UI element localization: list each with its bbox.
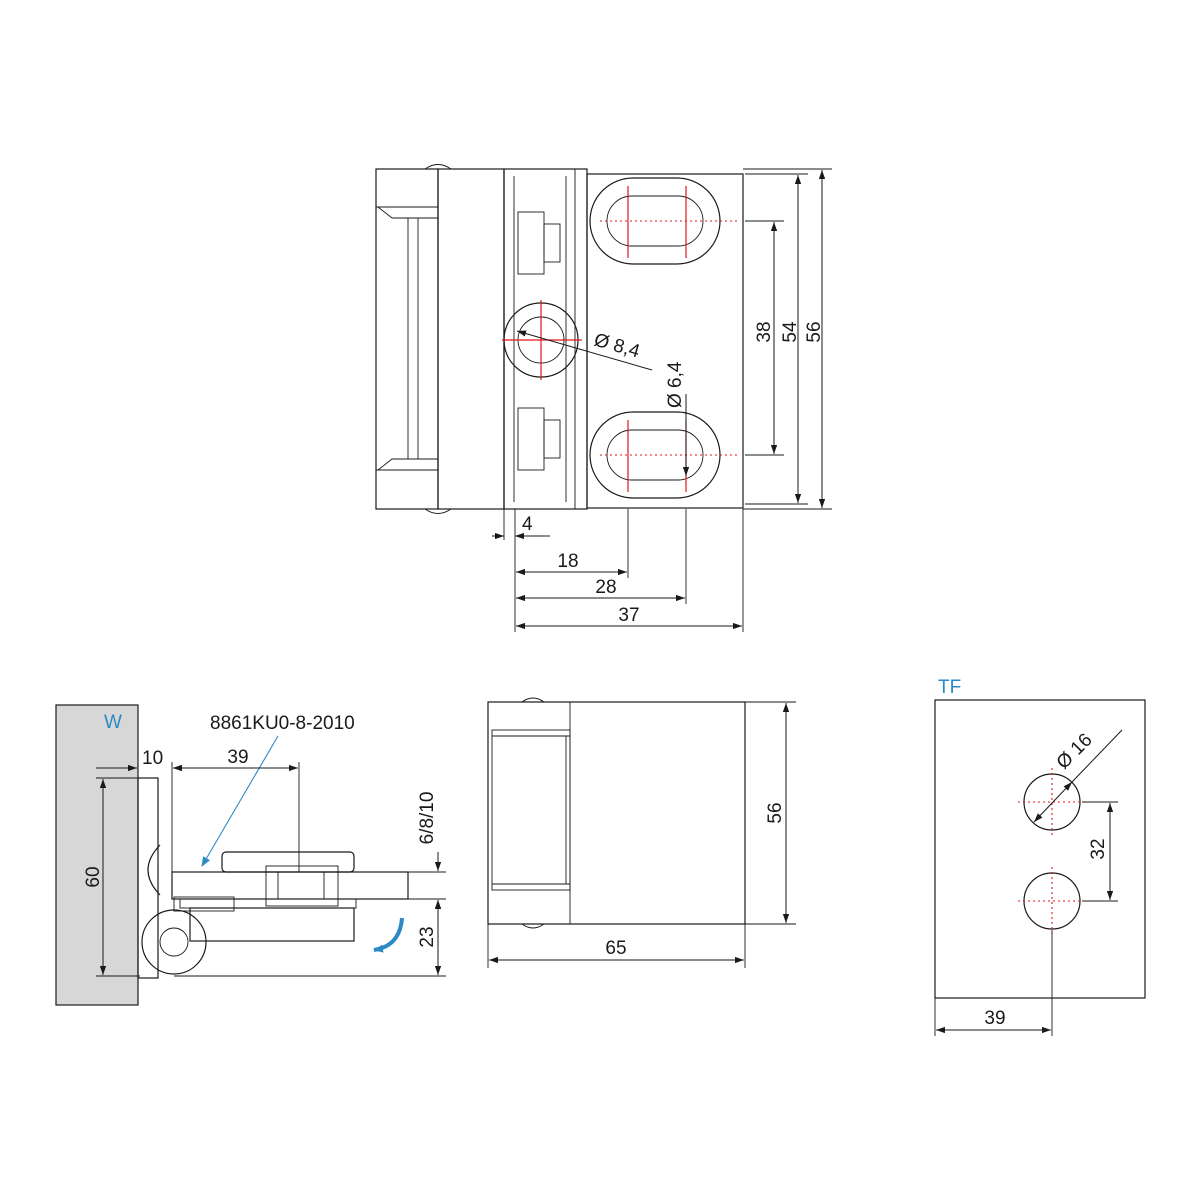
glass-view: TF Ø 16 32 39: [934, 677, 1146, 1036]
glass-panel: [171, 871, 409, 900]
dim-32: 32: [1088, 838, 1109, 859]
dim-37: 37: [618, 605, 639, 626]
side-view: W 8861KU0-8-2010 10 39 60: [55, 704, 446, 1006]
dim-hole-8-4: Ø 8,4: [592, 330, 643, 363]
front-view: 56 65: [487, 697, 796, 968]
rotation-arrow-icon: [373, 917, 404, 953]
dim-10: 10: [142, 748, 163, 769]
dim-54: 54: [780, 321, 801, 343]
hinge-barrel: [375, 164, 452, 514]
dim-39-side: 39: [227, 747, 248, 768]
top-horizontal-dims: 4 18 28 37: [492, 509, 744, 632]
dim-4: 4: [522, 514, 533, 535]
hole-leader: Ø 8,4 Ø 6,4: [516, 330, 690, 476]
mounting-plate: [586, 173, 744, 509]
dim-38: 38: [754, 321, 775, 342]
top-vertical-dims: 56 54 38: [743, 168, 832, 510]
dim-28: 28: [595, 577, 616, 598]
wall: [55, 704, 139, 1006]
hinge-plate: [437, 168, 588, 510]
dim-39-glass: 39: [984, 1008, 1005, 1029]
dim-hole-16: Ø 16: [1053, 730, 1097, 774]
top-view: 56 54 38 Ø 8,4 Ø 6,4 4 18 28 37: [375, 164, 832, 632]
dim-56-top: 56: [804, 321, 825, 342]
dim-slot-6-4: Ø 6,4: [665, 361, 686, 408]
part-number: 8861KU0-8-2010: [210, 713, 355, 734]
dim-glass-thickness: 6/8/10: [417, 792, 438, 845]
dim-56-front: 56: [765, 802, 786, 823]
glass-label: TF: [938, 677, 961, 698]
dim-60: 60: [83, 866, 104, 887]
wall-label: W: [104, 712, 122, 733]
hinge-side-body: [137, 777, 409, 979]
dim-18: 18: [557, 551, 578, 572]
dim-23: 23: [417, 926, 438, 947]
dim-65: 65: [605, 938, 626, 959]
